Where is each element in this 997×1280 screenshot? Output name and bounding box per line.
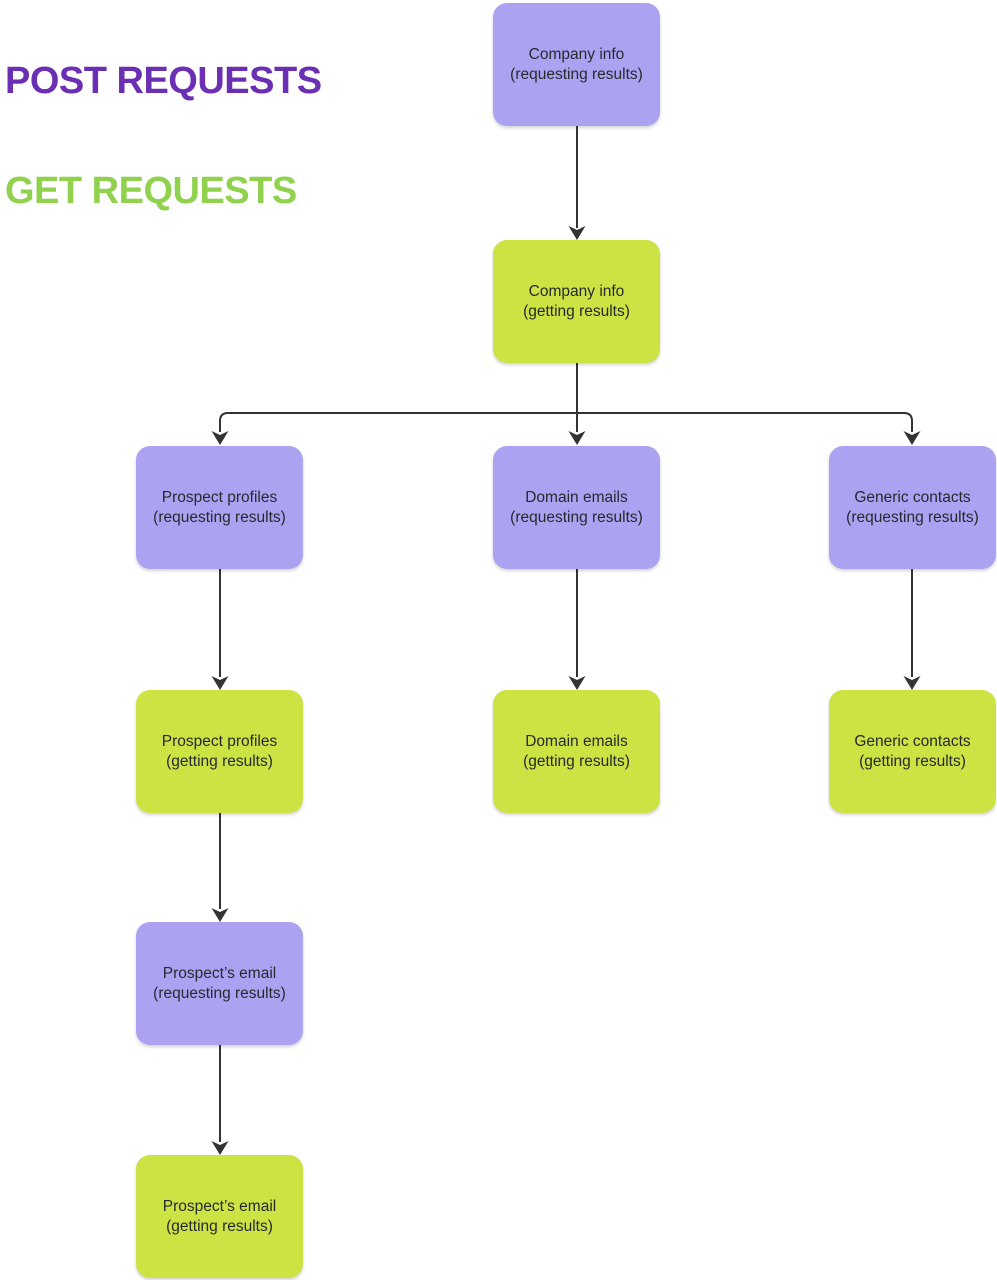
node-subtitle: (getting results) [166, 752, 273, 770]
node-title: Prospect profiles [161, 489, 278, 507]
node-title: Company info [528, 46, 625, 64]
node-company-info-requesting: Company info (requesting results) [493, 3, 660, 126]
node-domain-emails-requesting: Domain emails (requesting results) [493, 446, 660, 569]
node-subtitle: (getting results) [859, 752, 966, 770]
arrowhead [903, 431, 921, 445]
node-prospect-profiles-requesting: Prospect profiles (requesting results) [136, 446, 303, 569]
arrowhead [568, 226, 586, 240]
arrowhead [211, 908, 229, 922]
node-title: Prospect’s email [162, 1198, 277, 1216]
node-domain-emails-getting: Domain emails (getting results) [493, 690, 660, 813]
node-company-info-getting: Company info (getting results) [493, 240, 660, 363]
node-title: Domain emails [525, 733, 628, 751]
node-prospects-email-requesting: Prospect’s email (requesting results) [136, 922, 303, 1045]
node-generic-contacts-getting: Generic contacts (getting results) [829, 690, 996, 813]
node-title: Company info [528, 283, 625, 301]
node-subtitle: (requesting results) [510, 508, 643, 526]
node-subtitle: (getting results) [166, 1217, 273, 1235]
arrowhead [211, 431, 229, 445]
node-title: Domain emails [525, 489, 628, 507]
edge-company-getting-to-prospect-profiles [219, 412, 577, 432]
node-prospects-email-getting: Prospect’s email (getting results) [136, 1155, 303, 1278]
node-subtitle: (requesting results) [846, 508, 979, 526]
node-generic-contacts-requesting: Generic contacts (requesting results) [829, 446, 996, 569]
arrowhead [211, 1141, 229, 1155]
node-subtitle: (getting results) [523, 752, 630, 770]
arrowhead [903, 676, 921, 690]
node-title: Generic contacts [854, 733, 971, 751]
legend-get-requests: GET REQUESTS [5, 170, 297, 212]
node-subtitle: (requesting results) [153, 984, 286, 1002]
legend-post-requests: POST REQUESTS [5, 60, 322, 102]
node-subtitle: (requesting results) [510, 65, 643, 83]
node-title: Prospect’s email [162, 965, 277, 983]
node-subtitle: (getting results) [523, 302, 630, 320]
node-title: Generic contacts [854, 489, 971, 507]
arrowhead [568, 431, 586, 445]
node-prospect-profiles-getting: Prospect profiles (getting results) [136, 690, 303, 813]
arrowhead [568, 676, 586, 690]
edge-company-getting-to-generic-contacts [577, 412, 913, 432]
node-title: Prospect profiles [161, 733, 278, 751]
node-subtitle: (requesting results) [153, 508, 286, 526]
arrowhead [211, 676, 229, 690]
